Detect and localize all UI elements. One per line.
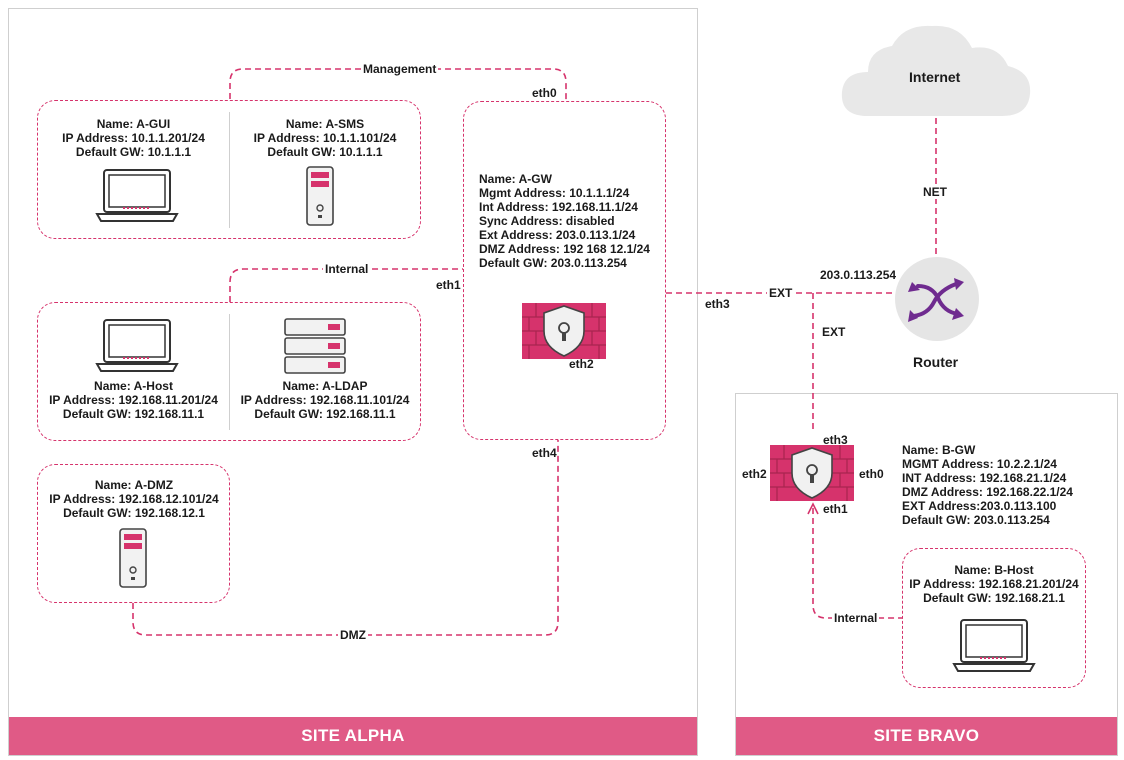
server-rack-icon [284, 318, 346, 374]
a-gw-dmz: DMZ Address: 192 168 12.1/24 [479, 242, 650, 256]
site-alpha-label: SITE ALPHA [9, 717, 697, 755]
a-sms-ip: IP Address: 10.1.1.101/24 [253, 131, 397, 145]
a-ldap-name: Name: A-LDAP [282, 379, 368, 393]
b-host-info: Name: B-Host IP Address: 192.168.21.201/… [904, 563, 1084, 605]
a-host-ip: IP Address: 192.168.11.201/24 [49, 393, 218, 407]
a-gw-default-gw: Default GW: 203.0.113.254 [479, 256, 627, 270]
dmz-group [37, 464, 230, 603]
router-icon [895, 257, 979, 341]
a-gw-mgmt: Mgmt Address: 10.1.1.1/24 [479, 186, 630, 200]
b-eth3-label: eth3 [823, 433, 848, 447]
server-tower-icon [119, 528, 147, 588]
b-gw-default-gw: Default GW: 203.0.113.254 [902, 513, 1050, 527]
a-eth3-label: eth3 [705, 297, 730, 311]
management-label: Management [361, 62, 439, 76]
b-eth1-label: eth1 [823, 502, 848, 516]
mgmt-group [37, 100, 421, 239]
b-host-name: Name: B-Host [954, 563, 1034, 577]
b-eth2-label: eth2 [742, 467, 767, 481]
firewall-icon [770, 445, 854, 501]
b-eth0-label: eth0 [859, 467, 884, 481]
a-gw-name: Name: A-GW [479, 172, 552, 186]
a-eth4-label: eth4 [532, 446, 557, 460]
router-ip: 203.0.113.254 [820, 268, 897, 282]
b-host-ip: IP Address: 192.168.21.201/24 [909, 577, 1079, 591]
internal-link-b [812, 508, 902, 619]
internal-label-b: Internal [832, 611, 880, 625]
net-label: NET [921, 185, 949, 199]
cloud-icon [841, 25, 1031, 117]
b-gw-info: Name: B-GW MGMT Address: 10.2.2.1/24 INT… [902, 443, 1073, 527]
b-gw-name: Name: B-GW [902, 443, 976, 457]
a-gui-name: Name: A-GUI [96, 117, 171, 131]
laptop-icon [95, 319, 179, 372]
a-gw-group [463, 101, 666, 440]
a-host-info: Name: A-Host IP Address: 192.168.11.201/… [40, 379, 227, 421]
b-gw-mgmt: MGMT Address: 10.2.2.1/24 [902, 457, 1057, 471]
a-gui-gw: Default GW: 10.1.1.1 [75, 145, 192, 159]
ext-label-b: EXT [822, 325, 846, 339]
internet-label: Internet [909, 69, 961, 85]
a-host-gw: Default GW: 192.168.11.1 [62, 407, 205, 421]
a-ldap-gw: Default GW: 192.168.11.1 [254, 407, 396, 421]
a-dmz-name: Name: A-DMZ [94, 478, 174, 492]
a-gw-info: Name: A-GW Mgmt Address: 10.1.1.1/24 Int… [479, 172, 650, 270]
a-sms-gw: Default GW: 10.1.1.1 [267, 145, 383, 159]
b-gw-int: INT Address: 192.168.21.1/24 [902, 471, 1067, 485]
laptop-icon [95, 169, 179, 222]
a-ldap-ip: IP Address: 192.168.11.101/24 [240, 393, 410, 407]
internal-label-a: Internal [323, 262, 371, 276]
a-sms-name: Name: A-SMS [285, 117, 365, 131]
b-host-group [902, 548, 1086, 688]
site-bravo-label: SITE BRAVO [736, 717, 1117, 755]
a-host-name: Name: A-Host [94, 379, 173, 393]
ext-label: EXT [767, 286, 795, 300]
mgmt-divider [229, 112, 230, 228]
a-gw-int: Int Address: 192.168.11.1/24 [479, 200, 638, 214]
internal-link-a [229, 268, 463, 302]
router-label: Router [913, 354, 959, 370]
a-gui-ip: IP Address: 10.1.1.201/24 [62, 131, 205, 145]
a-eth0-label: eth0 [532, 86, 557, 100]
a-dmz-gw: Default GW: 192.168.12.1 [63, 506, 205, 520]
a-dmz-info: Name: A-DMZ IP Address: 192.168.12.101/2… [40, 478, 228, 520]
a-eth1-label: eth1 [436, 278, 461, 292]
a-gui-info: Name: A-GUI IP Address: 10.1.1.201/24 De… [40, 117, 227, 159]
b-gw-ext: EXT Address:203.0.113.100 [902, 499, 1057, 513]
a-ldap-info: Name: A-LDAP IP Address: 192.168.11.101/… [232, 379, 418, 421]
internal-divider [229, 314, 230, 430]
internal-group [37, 302, 421, 441]
b-gw-dmz: DMZ Address: 192.168.22.1/24 [902, 485, 1073, 499]
dmz-label: DMZ [338, 628, 368, 642]
a-gw-sync: Sync Address: disabled [479, 214, 615, 228]
a-eth2-label: eth2 [569, 357, 594, 371]
laptop-icon [952, 619, 1036, 672]
a-dmz-ip: IP Address: 192.168.12.101/24 [49, 492, 219, 506]
firewall-icon [522, 303, 606, 359]
b-host-gw: Default GW: 192.168.21.1 [923, 591, 1065, 605]
dmz-link [132, 440, 559, 636]
a-gw-ext: Ext Address: 203.0.113.1/24 [479, 228, 636, 242]
a-sms-info: Name: A-SMS IP Address: 10.1.1.101/24 De… [232, 117, 418, 159]
server-tower-icon [306, 166, 334, 226]
